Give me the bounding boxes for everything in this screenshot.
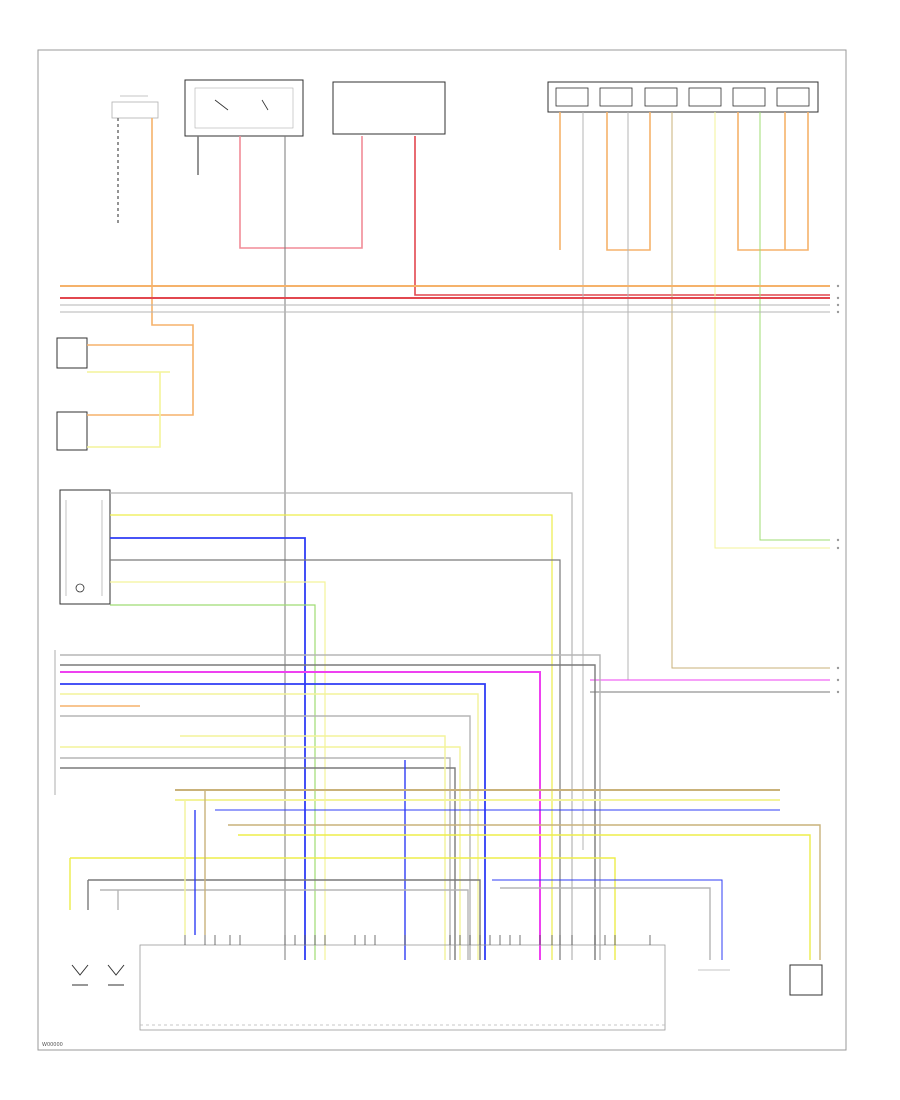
cruise-control-switch <box>184 79 304 137</box>
accelerator-pedal-sensor <box>789 964 823 996</box>
footer-code: W00000 <box>42 1042 63 1048</box>
diagram-frame <box>37 49 847 1051</box>
wires-throttle <box>60 654 601 960</box>
wires-speed-sensor <box>110 492 573 960</box>
brake-light-switch-2 <box>56 337 88 451</box>
brake-light-switch <box>111 95 159 119</box>
wires-top <box>117 112 830 960</box>
engine-speed-sensor <box>59 489 111 605</box>
clutch-pedal-switch <box>332 81 446 135</box>
fuel-injectors <box>547 81 819 113</box>
knock-sensor-2 <box>107 964 125 986</box>
bus-lines <box>60 285 830 693</box>
wires-lower <box>69 789 821 960</box>
engine-control-module <box>139 944 666 1031</box>
ecm-pins <box>184 935 651 945</box>
knock-sensor-1 <box>71 964 89 986</box>
wires-brake-2 <box>87 340 194 448</box>
right-terminals <box>836 284 840 694</box>
